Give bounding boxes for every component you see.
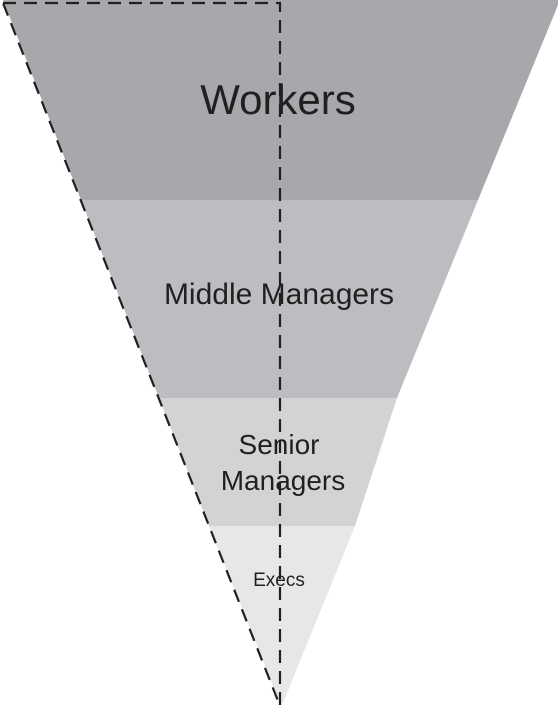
dashed-guide-outline xyxy=(1,1,282,707)
tier-senior-managers-band xyxy=(159,398,397,526)
tier-workers-band xyxy=(3,0,558,200)
tier-workers-label: Workers xyxy=(200,76,356,123)
tier-workers: Workers xyxy=(3,0,558,200)
tier-execs: Execs xyxy=(209,526,355,703)
tier-execs-band xyxy=(209,526,355,703)
tier-senior-managers-label-line-2: Managers xyxy=(221,465,346,496)
tier-execs-label: Execs xyxy=(253,570,305,591)
tier-senior-managers: Senior Managers xyxy=(159,398,397,526)
